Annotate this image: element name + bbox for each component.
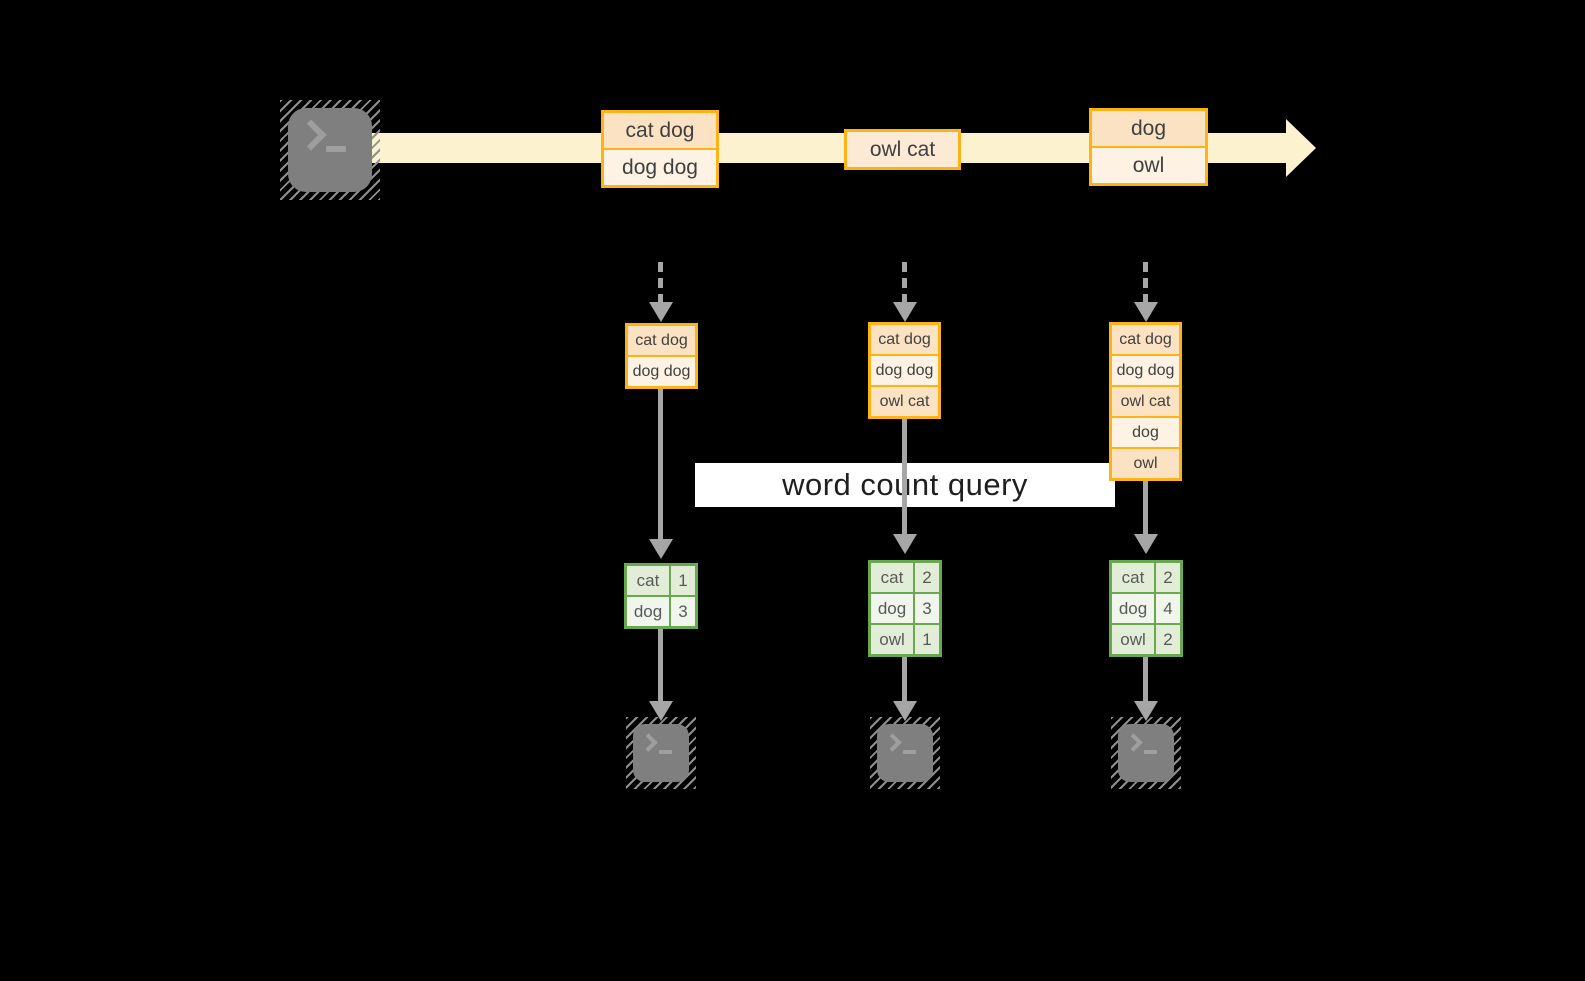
prompt-chevron-icon bbox=[639, 733, 658, 752]
state-record: owl cat bbox=[1112, 385, 1179, 416]
prompt-chevron-icon bbox=[883, 733, 902, 752]
flow-arrowhead-icon bbox=[649, 539, 673, 559]
terminal-icon bbox=[626, 717, 696, 789]
terminal-icon bbox=[280, 100, 380, 200]
state-box-1: cat dog dog dog bbox=[625, 323, 698, 389]
table-row: dog 3 bbox=[871, 592, 939, 623]
flow-arrow bbox=[658, 629, 663, 703]
state-record: cat dog bbox=[1112, 325, 1179, 354]
state-box-3: cat dog dog dog owl cat dog owl bbox=[1109, 322, 1182, 481]
dashed-arrow bbox=[658, 262, 663, 304]
flow-arrow bbox=[902, 419, 907, 536]
count-cell: 4 bbox=[1154, 594, 1180, 623]
flow-arrow bbox=[658, 389, 663, 541]
word-cell: dog bbox=[1112, 594, 1154, 623]
word-cell: dog bbox=[627, 597, 669, 626]
table-row: dog 4 bbox=[1112, 592, 1180, 623]
stream-batch-1: cat dog dog dog bbox=[601, 110, 719, 188]
terminal-body bbox=[877, 724, 933, 782]
stream-batch-2: owl cat bbox=[844, 129, 961, 170]
flow-arrowhead-icon bbox=[893, 534, 917, 554]
count-cell: 1 bbox=[913, 625, 939, 654]
table-row: dog 3 bbox=[627, 595, 695, 626]
word-cell: dog bbox=[871, 594, 913, 623]
state-record: dog dog bbox=[1112, 354, 1179, 385]
word-cell: cat bbox=[1112, 563, 1154, 592]
count-cell: 2 bbox=[1154, 563, 1180, 592]
table-row: cat 1 bbox=[627, 566, 695, 595]
dashed-arrow bbox=[1143, 262, 1148, 304]
record: owl cat bbox=[847, 132, 958, 167]
count-cell: 3 bbox=[669, 597, 695, 626]
state-record: owl cat bbox=[871, 385, 938, 416]
word-cell: owl bbox=[871, 625, 913, 654]
dashed-arrowhead-icon bbox=[1134, 302, 1158, 322]
flow-arrow bbox=[1143, 657, 1148, 703]
word-cell: cat bbox=[871, 563, 913, 592]
terminal-body bbox=[1118, 724, 1174, 782]
result-table-2: cat 2 dog 3 owl 1 bbox=[868, 560, 942, 657]
state-record: cat dog bbox=[628, 326, 695, 355]
stream-batch-3: dog owl bbox=[1089, 108, 1208, 186]
flow-arrow bbox=[1143, 481, 1148, 536]
prompt-underscore-icon bbox=[326, 146, 346, 152]
stream-arrowhead-icon bbox=[1286, 119, 1316, 177]
state-record: dog dog bbox=[628, 355, 695, 386]
dashed-arrowhead-icon bbox=[649, 302, 673, 322]
dashed-arrowhead-icon bbox=[893, 302, 917, 322]
count-cell: 3 bbox=[913, 594, 939, 623]
flow-arrowhead-icon bbox=[1134, 534, 1158, 554]
flow-arrowhead-icon bbox=[1134, 701, 1158, 721]
state-box-2: cat dog dog dog owl cat bbox=[868, 322, 941, 419]
count-cell: 2 bbox=[913, 563, 939, 592]
result-table-1: cat 1 dog 3 bbox=[624, 563, 698, 629]
flow-arrowhead-icon bbox=[893, 701, 917, 721]
table-row: cat 2 bbox=[871, 563, 939, 592]
prompt-underscore-icon bbox=[659, 750, 672, 754]
word-cell: cat bbox=[627, 566, 669, 595]
prompt-chevron-icon bbox=[295, 119, 327, 151]
table-row: owl 1 bbox=[871, 623, 939, 654]
terminal-body bbox=[633, 724, 689, 782]
record: owl bbox=[1092, 146, 1205, 183]
state-record: owl bbox=[1112, 447, 1179, 478]
prompt-chevron-icon bbox=[1124, 733, 1143, 752]
record: dog bbox=[1092, 111, 1205, 146]
table-row: cat 2 bbox=[1112, 563, 1180, 592]
flow-arrow bbox=[902, 657, 907, 703]
count-cell: 1 bbox=[669, 566, 695, 595]
terminal-icon bbox=[1111, 717, 1181, 789]
terminal-body bbox=[288, 108, 372, 192]
table-row: owl 2 bbox=[1112, 623, 1180, 654]
flow-arrowhead-icon bbox=[649, 701, 673, 721]
terminal-icon bbox=[870, 717, 940, 789]
dashed-arrow bbox=[902, 262, 907, 304]
record: cat dog bbox=[604, 113, 716, 148]
state-record: dog dog bbox=[871, 354, 938, 385]
state-record: dog bbox=[1112, 416, 1179, 447]
state-record: cat dog bbox=[871, 325, 938, 354]
record: dog dog bbox=[604, 148, 716, 185]
prompt-underscore-icon bbox=[1144, 750, 1157, 754]
word-cell: owl bbox=[1112, 625, 1154, 654]
count-cell: 2 bbox=[1154, 625, 1180, 654]
prompt-underscore-icon bbox=[903, 750, 916, 754]
result-table-3: cat 2 dog 4 owl 2 bbox=[1109, 560, 1183, 657]
